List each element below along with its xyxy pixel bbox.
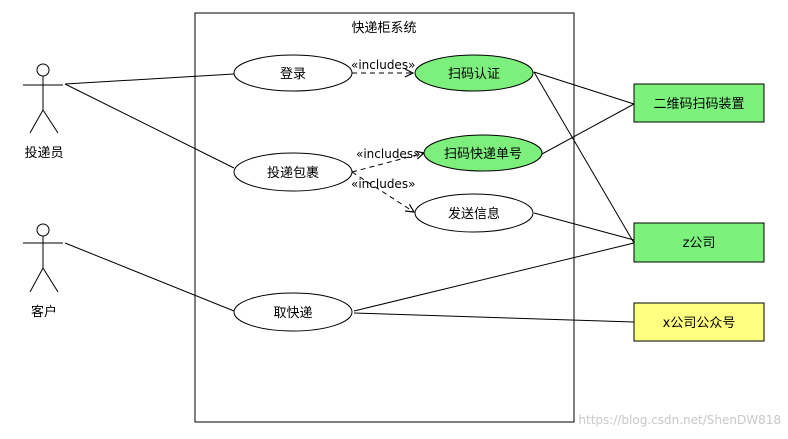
usecase-login: 登录	[233, 54, 353, 92]
svg-text:发送信息: 发送信息	[448, 206, 500, 222]
actor-customer	[23, 223, 63, 293]
include-arrow-scan-order	[351, 153, 424, 173]
usecase-send-info: 发送信息	[414, 193, 534, 233]
svg-text:二维码扫码装置: 二维码扫码装置	[653, 97, 744, 112]
include-arrow-send-info	[351, 171, 414, 212]
association-lines	[64, 71, 635, 323]
usecase-scan-auth: 扫码认证	[414, 54, 534, 92]
svg-text:扫码快递单号: 扫码快递单号	[444, 147, 522, 162]
external-x-official: x公司公众号	[633, 302, 765, 342]
svg-text:z公司: z公司	[683, 236, 716, 251]
actor-courier-head	[36, 63, 50, 77]
includes-label-login: «includes»	[351, 58, 415, 72]
line-sendinfo-z	[533, 212, 635, 241]
svg-text:x公司公众号: x公司公众号	[663, 316, 736, 331]
line-pickup-z	[353, 242, 635, 312]
line-scanauth-qr	[533, 71, 635, 105]
actor-courier-label: 投递员	[24, 145, 63, 161]
external-z-company: z公司	[633, 222, 765, 263]
svg-text:投递包裹: 投递包裹	[267, 165, 319, 181]
line-courier-deliver	[64, 83, 235, 169]
svg-text:扫码认证: 扫码认证	[448, 67, 500, 82]
line-scanorder-qr	[541, 103, 635, 155]
system-title: 快递柜系统	[351, 21, 416, 36]
watermark: https://blog.csdn.net/ShenDW818	[578, 413, 781, 427]
usecase-scan-order: 扫码快递单号	[423, 134, 543, 172]
system-boundary	[194, 12, 575, 423]
actor-courier	[23, 63, 63, 134]
actor-customer-head	[36, 223, 50, 237]
includes-label-scan-order: «includes»	[356, 147, 420, 161]
usecase-pickup: 取快递	[233, 292, 353, 332]
external-qr-device: 二维码扫码装置	[633, 83, 765, 123]
includes-label-send-info: «includes»	[351, 177, 415, 191]
usecase-deliver: 投递包裹	[233, 152, 353, 192]
include-arrows	[351, 73, 424, 212]
line-scanauth-z	[533, 71, 635, 244]
line-courier-login	[64, 73, 235, 85]
actor-customer-label: 客户	[31, 304, 57, 320]
line-pickup-x	[353, 312, 635, 323]
svg-text:取快递: 取快递	[273, 306, 312, 321]
line-customer-pickup	[64, 242, 235, 312]
svg-text:登录: 登录	[280, 67, 306, 82]
